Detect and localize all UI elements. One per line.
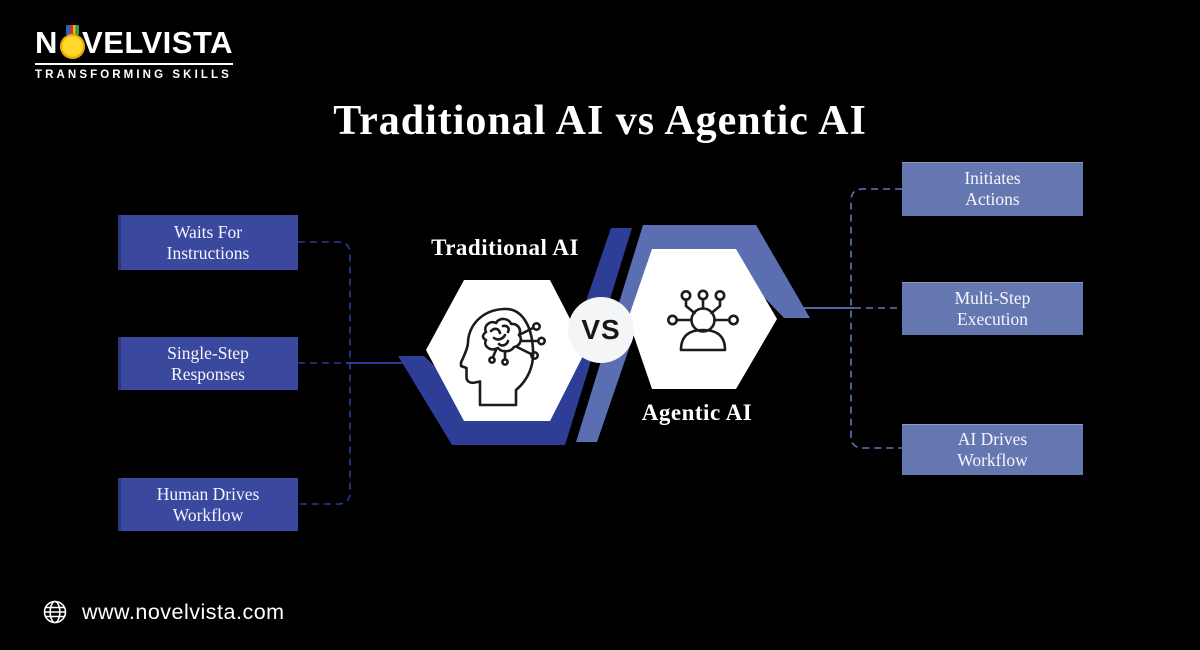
brand-tagline: TRANSFORMING SKILLS (35, 69, 232, 81)
wordmark-end: VELVISTA (82, 25, 233, 60)
vs-badge: VS (568, 297, 634, 363)
feature-line: Workflow (172, 504, 244, 525)
traditional-feature-box-1: Waits For Instructions (118, 215, 298, 270)
feature-line: Single-Step (167, 342, 249, 363)
feature-line: Actions (965, 189, 1020, 209)
left-connector-lines (298, 241, 406, 505)
globe-icon (43, 600, 67, 624)
feature-line: Multi-Step (954, 287, 1031, 308)
medal-ribbon (65, 25, 79, 35)
traditional-feature-box-3: Human Drives Workflow (118, 478, 298, 531)
feature-line: Responses (171, 363, 245, 384)
traditional-feature-box-2: Single-Step Responses (118, 337, 298, 390)
traditional-ai-label: Traditional AI (431, 235, 579, 260)
page-title: Traditional AI vs Agentic AI (333, 98, 867, 144)
agentic-feature-box-3: AI Drives Workflow (902, 424, 1083, 475)
head-circuit-brain-icon (459, 307, 547, 407)
medal-coin (59, 34, 85, 59)
feature-line: Workflow (957, 449, 1028, 470)
agentic-feature-box-1: Initiates Actions (902, 162, 1083, 216)
brand-logo: N VELVISTA TRANSFORMING SKILLS (35, 25, 233, 81)
feature-line: AI Drives (957, 428, 1028, 449)
footer-website-link[interactable]: www.novelvista.com (82, 599, 285, 624)
wordmark-start: N (35, 25, 58, 60)
feature-line: Execution (957, 308, 1028, 329)
feature-line: Waits For (173, 221, 243, 242)
logo-divider (35, 63, 233, 65)
person-network-icon (667, 289, 740, 352)
feature-line: Instructions (166, 242, 250, 263)
footer: www.novelvista.com (40, 597, 285, 627)
feature-line: Initiates (964, 168, 1021, 189)
right-connector-lines (796, 188, 902, 449)
agentic-hexagon (628, 249, 777, 389)
agentic-feature-box-2: Multi-Step Execution (902, 282, 1083, 335)
agentic-ai-label: Agentic AI (641, 400, 753, 425)
feature-line: Human Drives (156, 483, 260, 504)
medal-icon (59, 25, 85, 59)
novelvista-wordmark: N VELVISTA (35, 25, 233, 60)
